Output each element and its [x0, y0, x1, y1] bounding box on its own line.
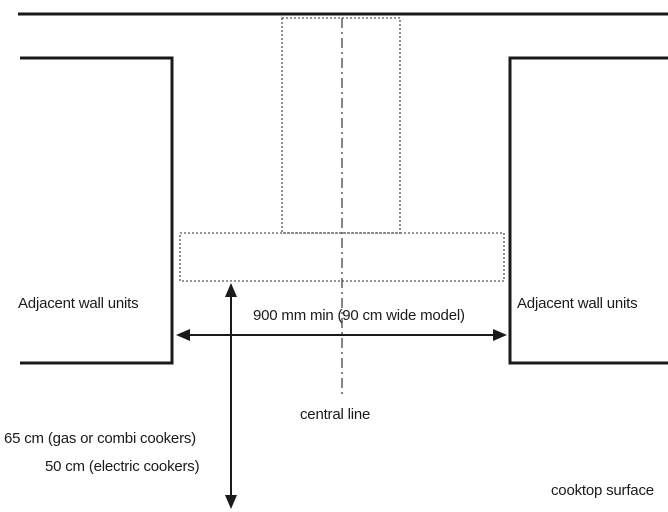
- height-arrow-head-top: [225, 283, 237, 297]
- cooktop-surface-label: cooktop surface: [551, 482, 654, 499]
- right-wall-units-label: Adjacent wall units: [517, 295, 638, 312]
- height-gas-label: 65 cm (gas or combi cookers): [4, 430, 196, 447]
- height-arrow-head-bottom: [225, 495, 237, 509]
- central-line-label: central line: [300, 406, 371, 423]
- width-arrow-head-left: [176, 329, 190, 341]
- left-wall-unit-outline: [20, 56, 174, 365]
- right-wall-unit-outline: [508, 56, 668, 365]
- left-wall-units-label: Adjacent wall units: [18, 295, 139, 312]
- hood-chimney-outline: [281, 17, 401, 234]
- width-dimension-label: 900 mm min (90 cm wide model): [253, 307, 465, 324]
- height-electric-label: 50 cm (electric cookers): [45, 458, 200, 475]
- width-arrow-head-right: [493, 329, 507, 341]
